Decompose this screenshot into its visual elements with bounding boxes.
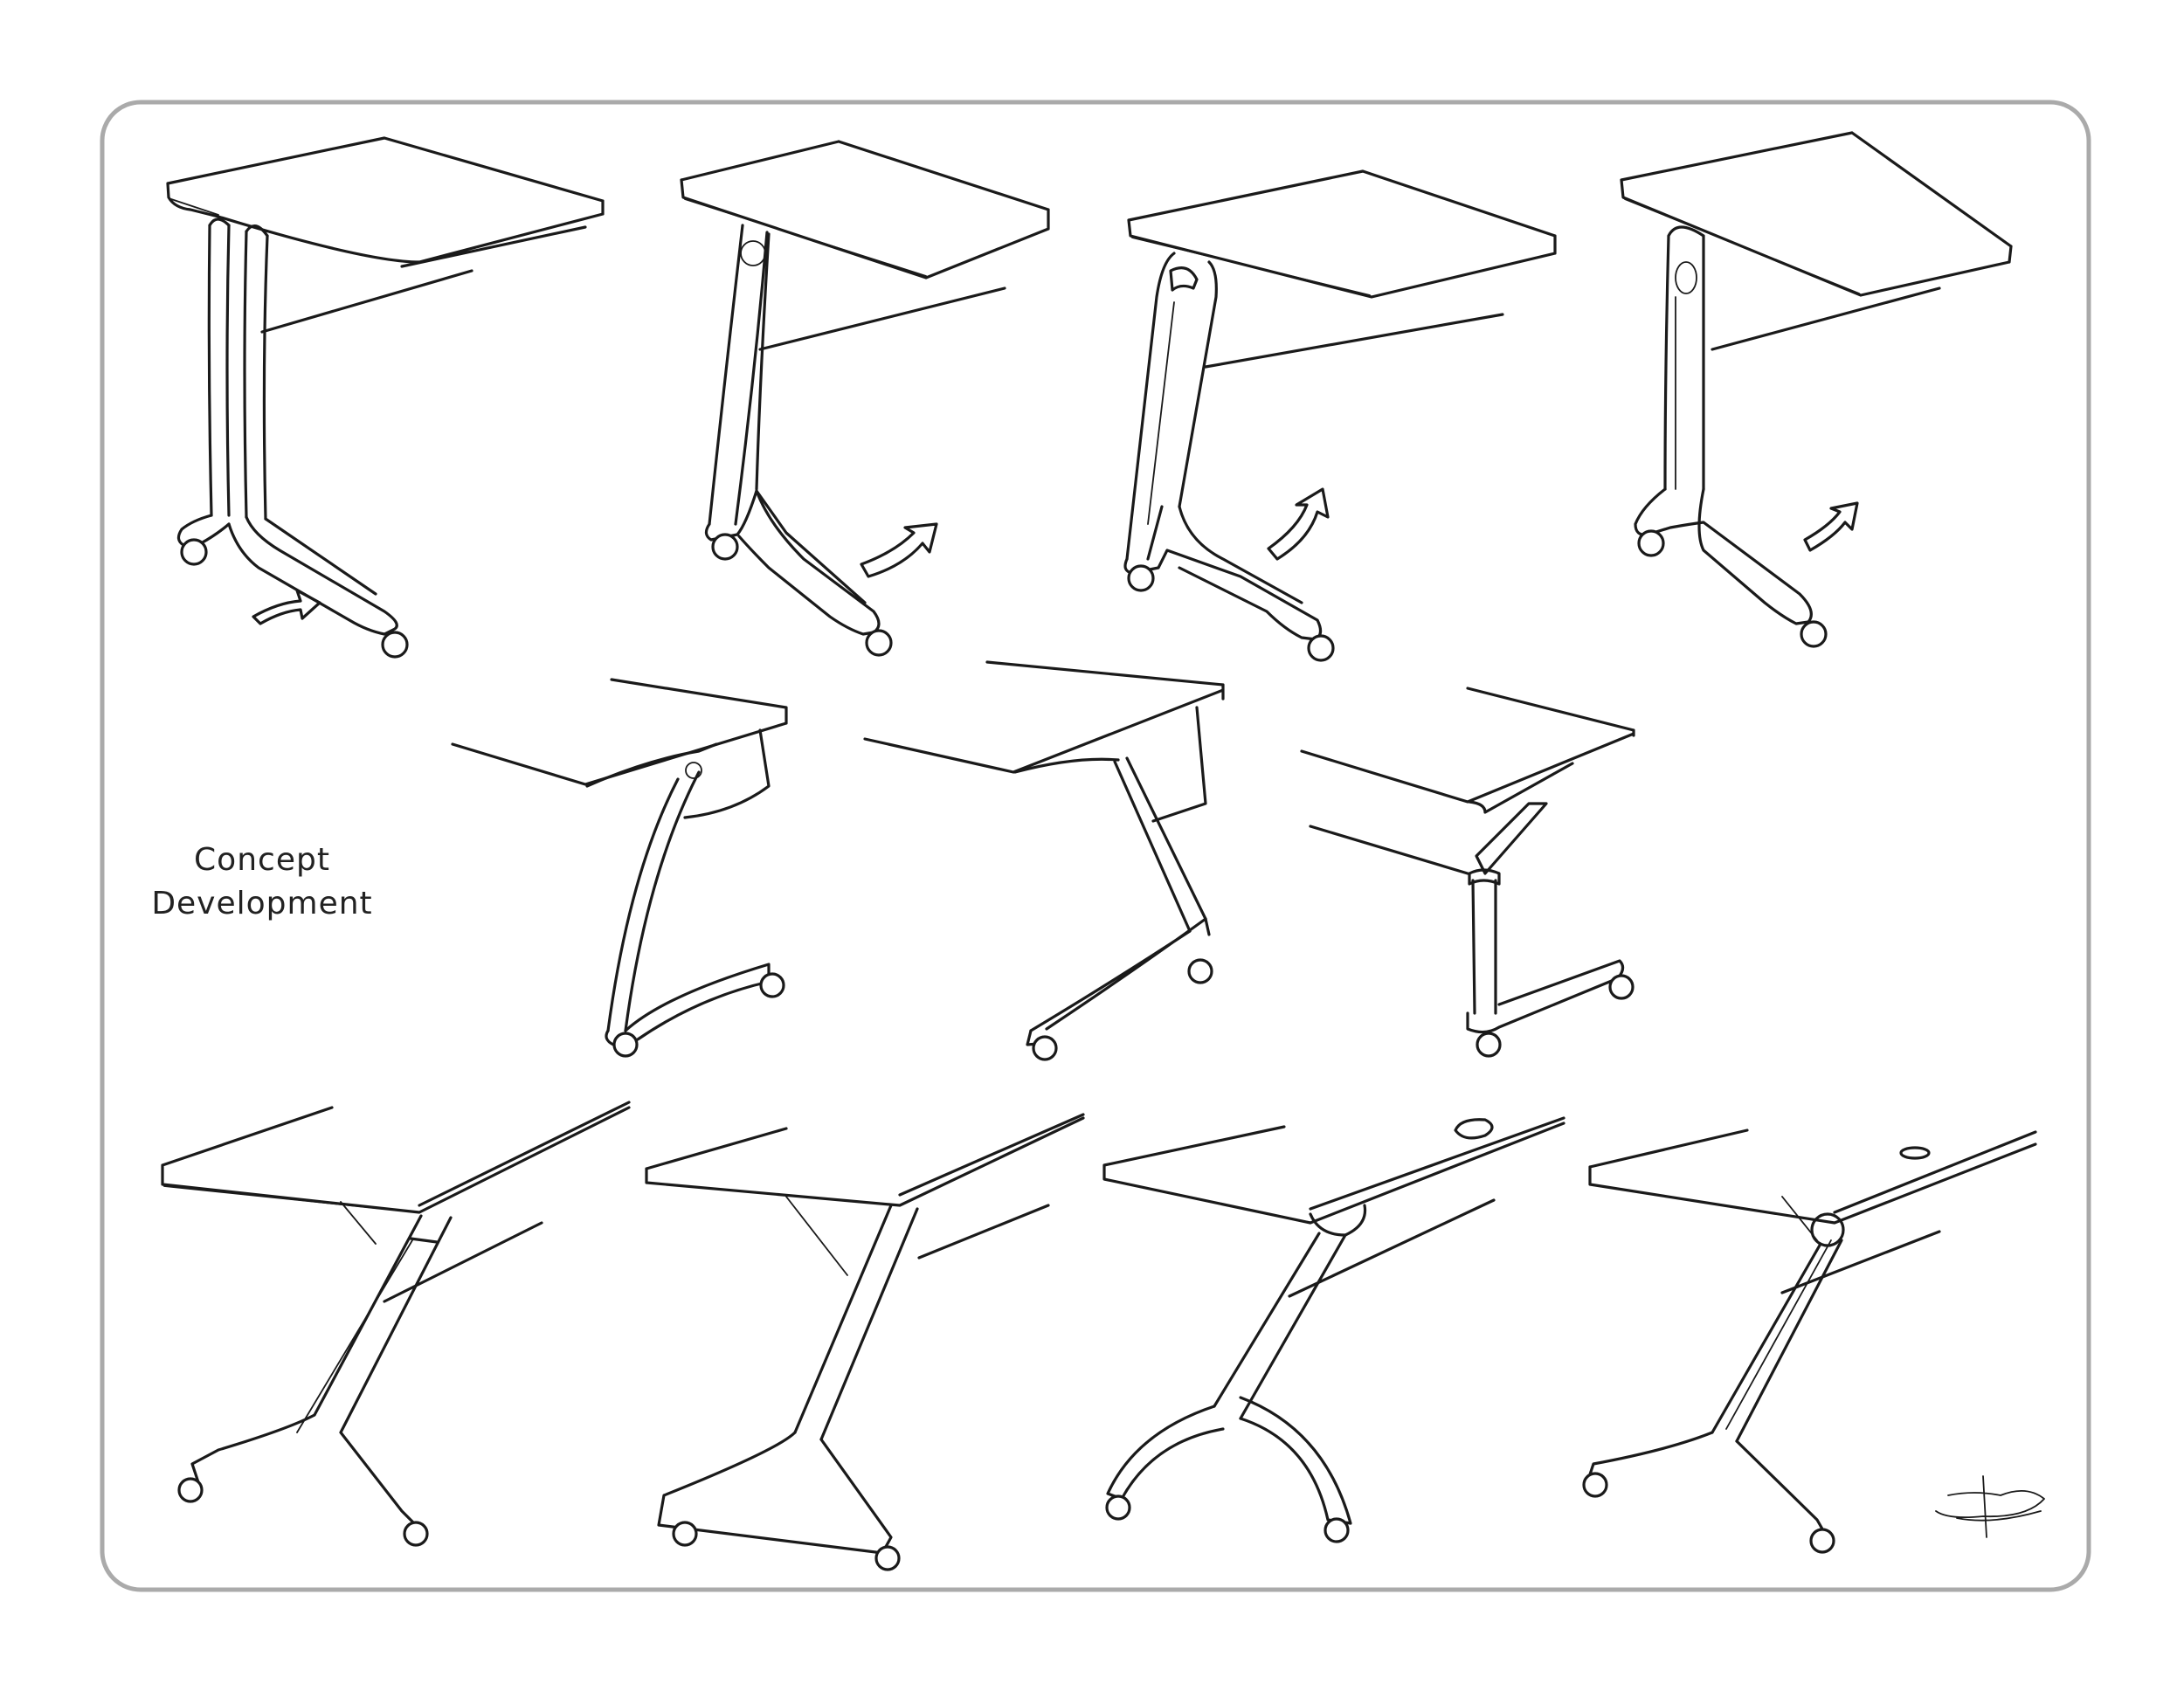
sketch-6 [863,660,1225,1061]
sketch-8 [161,1101,631,1547]
caption-line-2: Development [151,886,373,921]
sketch-1 [166,136,605,659]
rotation-arrow-icon [1267,487,1330,561]
rotation-arrow-icon [252,589,321,625]
sheet-frame [100,100,2091,1592]
caption: Concept Development [131,839,393,926]
sketch-7 [1300,687,1635,1058]
caption-line-1: Concept [194,842,330,878]
rotation-arrow-icon [860,522,938,578]
sketch-2 [680,140,1050,657]
sketch-5 [451,678,788,1058]
sketch-11 [1582,1128,2037,1554]
sketch-4 [1620,131,2013,648]
signature-mark-icon [1935,1475,2045,1538]
sketch-3 [1123,169,1557,662]
sketch-9 [645,1113,1085,1571]
sketch-10 [1102,1116,1565,1543]
rotation-arrow-icon [1803,501,1859,552]
